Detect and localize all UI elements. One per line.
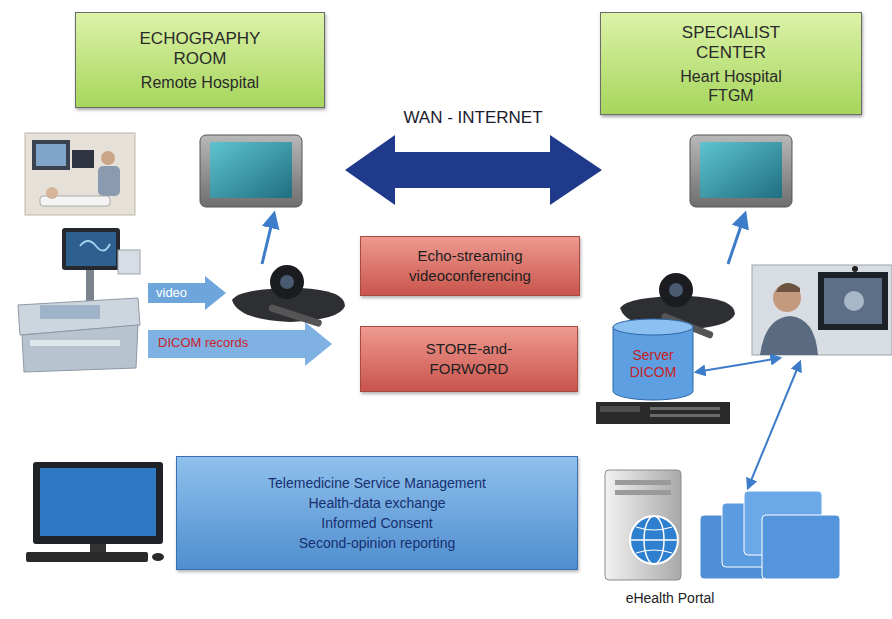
camera-remote — [268, 304, 322, 328]
globe — [630, 516, 678, 564]
wan-double-arrow — [345, 135, 602, 205]
service-box: Echo-streaming videoconferencing — [360, 236, 580, 296]
double-arrow — [748, 362, 800, 488]
service-box: STORE-and- FORWORD — [360, 326, 578, 392]
camera-arrow — [262, 214, 274, 264]
computer-keyboard — [26, 552, 148, 562]
computer-monitor — [33, 462, 163, 544]
ultrasound-trim — [30, 340, 120, 346]
location-box: SPECIALIST CENTER Heart Hospital FTGM — [600, 12, 862, 115]
node-heading: ECHOGRAPHY ROOM — [125, 29, 275, 69]
camera-head — [270, 265, 304, 299]
node-heading: Echo-streaming videoconferencing — [375, 246, 565, 286]
person-body — [98, 166, 120, 196]
dicom-arrow — [148, 322, 332, 366]
doctor-body — [760, 316, 818, 355]
portal-server — [605, 470, 681, 580]
photo-screen-image — [36, 144, 66, 166]
node-text: Remote Hospital — [125, 73, 275, 92]
rack-detail — [650, 414, 720, 417]
camera-lens — [669, 283, 683, 297]
cylinder-body — [613, 327, 693, 400]
double-arrow — [696, 358, 780, 372]
person-head — [101, 151, 115, 165]
computer-mouse — [152, 553, 164, 561]
flow-label: DICOM records — [158, 335, 298, 350]
globe-parallels — [636, 527, 672, 553]
server-slot — [615, 480, 671, 485]
node-content: Telemedicine Service ManagementHealth-da… — [268, 473, 486, 553]
node-text: Health-data exchange — [268, 493, 486, 513]
ultrasound-side-panel — [118, 250, 140, 274]
node-content: Echo-streaming videoconferencing — [375, 246, 565, 286]
monitor-frame — [690, 135, 792, 207]
node-content: SPECIALIST CENTER Heart Hospital FTGM — [656, 23, 806, 105]
room-photo — [25, 133, 135, 215]
ultrasound-arm — [86, 270, 94, 302]
patient-head — [46, 187, 58, 199]
photo-screen — [32, 140, 70, 170]
ultrasound-monitor — [62, 228, 120, 270]
photo-monitor-image — [844, 291, 864, 311]
node-text: Heart Hospital FTGM — [656, 67, 806, 105]
photo-monitor — [818, 272, 888, 330]
ultrasound-screen — [66, 232, 116, 266]
monitor-screen — [700, 142, 782, 198]
photo-screen — [72, 150, 94, 168]
computer-screen — [40, 468, 156, 536]
monitor-screen — [210, 142, 292, 198]
photo-webcam — [852, 266, 858, 272]
ultrasound-keyboard — [40, 305, 100, 319]
camera-arrow — [728, 214, 745, 264]
doctor-head — [773, 284, 801, 312]
services-panel: Telemedicine Service ManagementHealth-da… — [176, 456, 578, 570]
node-content: ECHOGRAPHY ROOM Remote Hospital — [125, 29, 275, 92]
computer-stand — [90, 544, 106, 552]
node-heading: STORE-and- FORWORD — [419, 339, 519, 379]
ultrasound-body — [22, 325, 138, 372]
server-cylinder: Server DICOM — [612, 318, 694, 400]
rack-detail — [650, 407, 720, 410]
node-text: Informed Consent — [268, 513, 486, 533]
photo-monitor-image — [824, 278, 882, 324]
location-box: ECHOGRAPHY ROOM Remote Hospital — [75, 12, 325, 108]
monitor-frame — [200, 135, 302, 207]
doctor-hair — [776, 283, 800, 292]
rack-device — [596, 402, 730, 424]
page-stack — [762, 515, 840, 579]
network-label: WAN - INTERNET — [378, 108, 568, 128]
globe-equator — [630, 539, 678, 541]
node-content: STORE-and- FORWORD — [419, 339, 519, 379]
video-arrow — [148, 276, 226, 310]
flow-label: video — [156, 285, 216, 300]
camera-head — [659, 273, 693, 307]
camera-lens — [280, 275, 294, 289]
node-text: Second-opinion reporting — [268, 533, 486, 553]
rack-detail — [600, 406, 640, 412]
node-heading: SPECIALIST CENTER — [656, 23, 806, 63]
specialist-photo — [752, 265, 892, 355]
node-content: Server DICOM — [620, 347, 686, 381]
ultrasound-image — [80, 241, 110, 251]
portal-label: eHealth Portal — [600, 590, 740, 606]
server-slot — [615, 490, 671, 495]
node-heading: Telemedicine Service Management — [268, 473, 486, 493]
node-heading: Server DICOM — [620, 347, 686, 381]
cylinder-top — [613, 319, 693, 335]
